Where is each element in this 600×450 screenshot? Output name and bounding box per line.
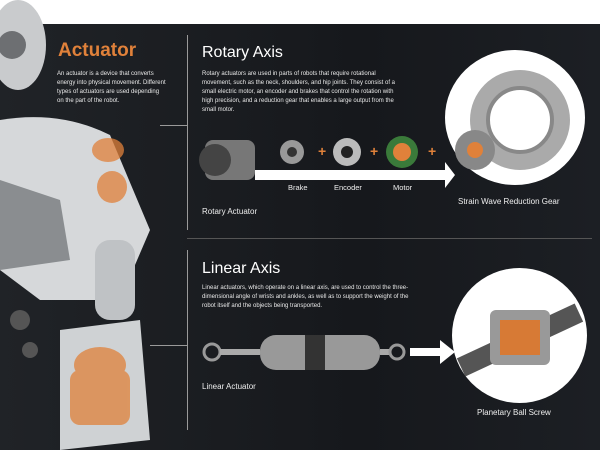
encoder-label: Encoder: [334, 183, 362, 192]
linear-actuator-label: Linear Actuator: [202, 382, 256, 391]
motor-label: Motor: [393, 183, 413, 192]
connector-bottom: [150, 345, 187, 346]
rotary-description: Rotary actuators are used in parts of ro…: [202, 71, 395, 113]
connector-top: [160, 125, 187, 126]
divider-vertical-bottom: [187, 250, 188, 430]
section-divider: [187, 238, 592, 239]
rotary-components-image: [199, 136, 455, 188]
robot-illustration: [0, 0, 150, 450]
strain-wave-gear-image: [455, 70, 570, 170]
linear-actuator-image: [202, 335, 455, 370]
linear-description: Linear actuators, which operate on a lin…: [202, 285, 409, 309]
actuator-description: An actuator is a device that converts en…: [57, 71, 166, 104]
planetary-ball-screw-image: [456, 303, 584, 377]
linear-title: Linear Axis: [202, 260, 281, 277]
plus-icon: +: [370, 143, 379, 159]
rotary-title: Rotary Axis: [202, 44, 283, 61]
planetary-ball-screw-label: Planetary Ball Screw: [477, 408, 551, 417]
rotary-actuator-label: Rotary Actuator: [202, 207, 258, 216]
strain-wave-gear-label: Strain Wave Reduction Gear: [458, 197, 560, 206]
divider-vertical-top: [187, 35, 188, 230]
plus-icon: +: [318, 143, 327, 159]
plus-icon: +: [428, 143, 437, 159]
actuator-title: Actuator: [58, 40, 137, 61]
brake-label: Brake: [288, 183, 308, 192]
